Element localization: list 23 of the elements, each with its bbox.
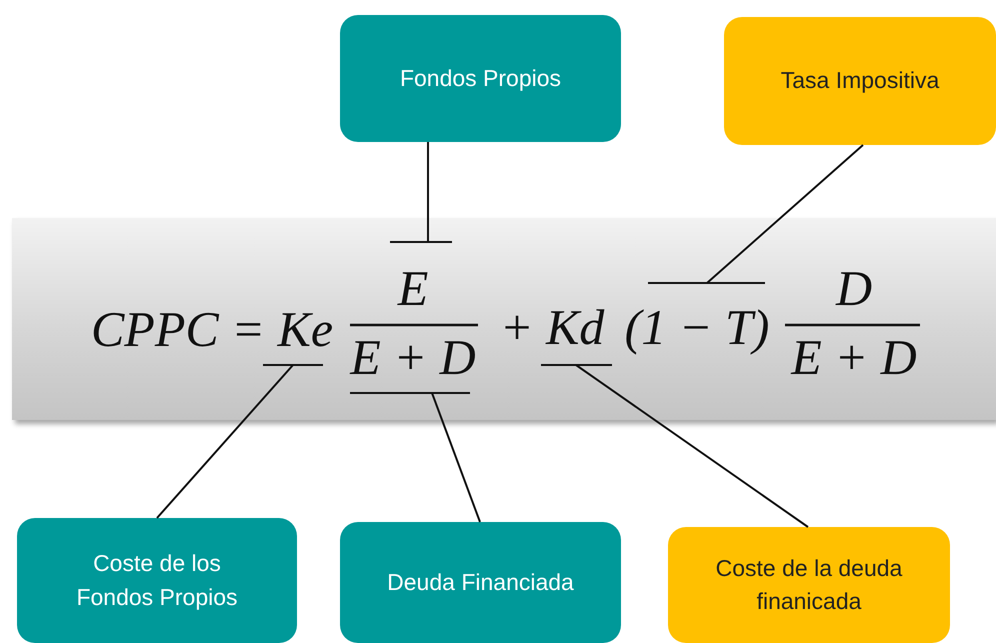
formula-term: E <box>398 259 428 317</box>
label-box: Coste de la deuda finanicada <box>668 527 950 643</box>
formula-band <box>12 218 996 420</box>
marker-bar <box>390 241 452 243</box>
label-box: Fondos Propios <box>340 15 621 142</box>
leader-line <box>427 142 429 242</box>
formula-term: CPPC = Ke <box>90 300 334 358</box>
leader-line <box>706 144 864 284</box>
leader-line <box>156 364 294 519</box>
label-box: Coste de los Fondos Propios <box>17 518 297 643</box>
leader-line <box>575 364 809 528</box>
marker-bar <box>541 364 612 366</box>
label-box: Tasa Impositiva <box>724 17 996 145</box>
marker-bar <box>648 282 765 284</box>
formula-term: (1 − T) <box>624 298 770 356</box>
formula-term: D <box>836 259 872 317</box>
formula-term: + Kd <box>500 298 604 356</box>
marker-bar <box>263 364 323 366</box>
label-box: Deuda Financiada <box>340 522 621 643</box>
formula-term: E + D <box>791 328 917 386</box>
marker-bar <box>350 392 470 394</box>
leader-line <box>431 392 481 522</box>
formula-term: E + D <box>350 328 476 386</box>
